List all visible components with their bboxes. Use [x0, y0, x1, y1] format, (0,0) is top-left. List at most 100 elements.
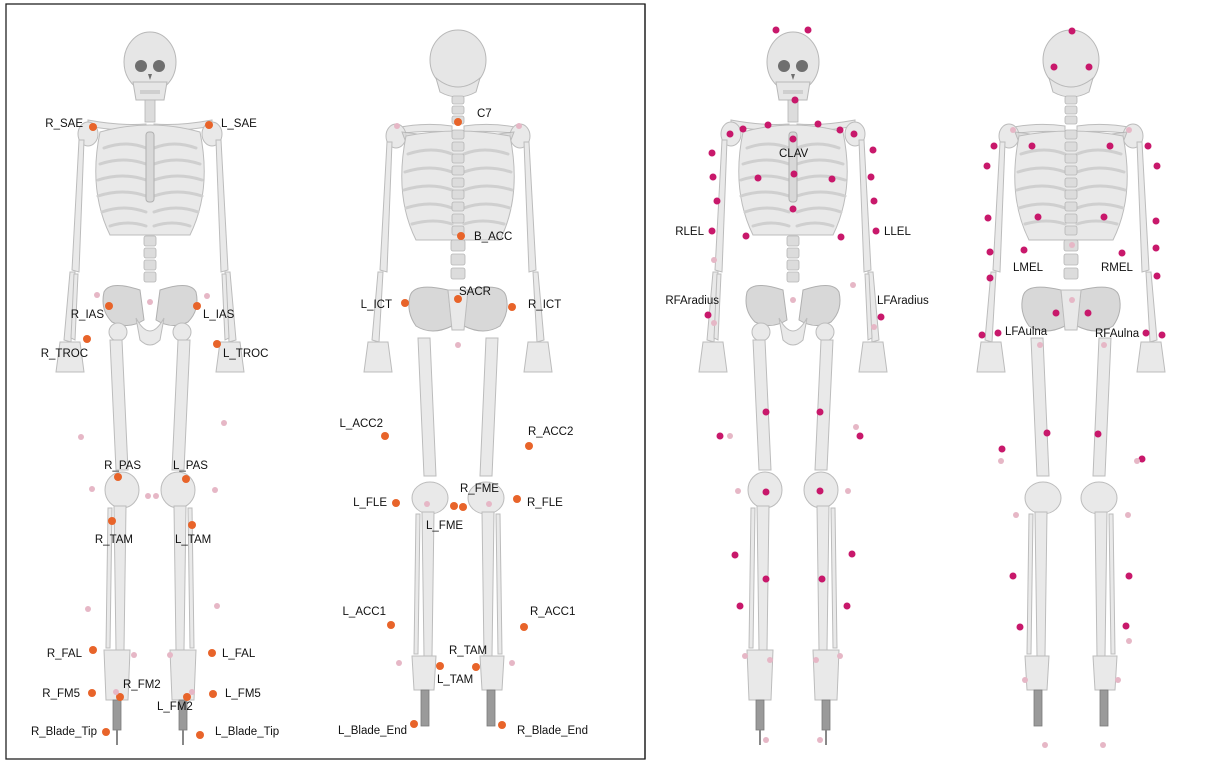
virtual-marker-dot [1069, 297, 1075, 303]
marker-dot [829, 176, 836, 183]
marker-label: L_Blade_End [338, 725, 407, 737]
marker-dot [1051, 64, 1058, 71]
marker-dot [1017, 624, 1024, 631]
virtual-marker-dot [94, 292, 100, 298]
marker-label: L_Blade_Tip [215, 726, 279, 738]
marker-dot [878, 314, 885, 321]
right-front-virtual-markers [711, 257, 877, 743]
marker-label: R_ACC2 [528, 426, 573, 438]
skeleton-back-right-panel [977, 30, 1165, 726]
left-panel-frame [6, 4, 645, 759]
marker-dot [1159, 332, 1166, 339]
virtual-marker-dot [1115, 677, 1121, 683]
marker-dot [815, 121, 822, 128]
marker-label: L_SAE [221, 118, 257, 130]
marker-label: L_TAM [175, 534, 211, 546]
virtual-marker-dot [1013, 512, 1019, 518]
virtual-marker-dot [221, 420, 227, 426]
marker-dot [995, 330, 1002, 337]
marker-dot [710, 174, 717, 181]
virtual-marker-dot [1042, 742, 1048, 748]
marker-dot [851, 131, 858, 138]
marker-dot [987, 275, 994, 282]
virtual-marker-dot [145, 493, 151, 499]
marker-dot [805, 27, 812, 34]
marker-dot [984, 163, 991, 170]
marker-dot [817, 488, 824, 495]
virtual-marker-dot [711, 257, 717, 263]
virtual-marker-dot [189, 689, 195, 695]
marker-dot [114, 473, 122, 481]
marker-label: R_SAE [45, 118, 83, 130]
marker-dot [205, 121, 213, 129]
marker-label: RLEL [675, 226, 704, 238]
marker-label: L_FLE [353, 497, 387, 509]
marker-dot [1053, 310, 1060, 317]
virtual-marker-dot [153, 493, 159, 499]
marker-dot [193, 302, 201, 310]
marker-dot [999, 446, 1006, 453]
marker-dot [991, 143, 998, 150]
marker-dot [871, 198, 878, 205]
marker-dot [790, 136, 797, 143]
virtual-marker-dot [813, 657, 819, 663]
marker-dot [1035, 214, 1042, 221]
marker-dot [709, 228, 716, 235]
marker-dot [436, 662, 444, 670]
marker-label: L_ACC2 [340, 418, 383, 430]
marker-dot [520, 623, 528, 631]
virtual-marker-dot [1126, 127, 1132, 133]
virtual-marker-dot [845, 488, 851, 494]
marker-dot [765, 122, 772, 129]
marker-dot [773, 27, 780, 34]
marker-dot [182, 475, 190, 483]
virtual-marker-dot [396, 660, 402, 666]
marker-dot [1069, 28, 1076, 35]
virtual-marker-dot [853, 424, 859, 430]
marker-label: R_ICT [528, 299, 561, 311]
marker-dot [457, 232, 465, 240]
virtual-marker-dot [204, 293, 210, 299]
marker-dot [755, 175, 762, 182]
marker-dot [763, 576, 770, 583]
marker-label: L_FAL [222, 648, 256, 660]
marker-label: L_FM2 [157, 701, 193, 713]
left-front-virtual-markers [78, 292, 227, 695]
marker-dot [88, 689, 96, 697]
marker-label: RMEL [1101, 262, 1134, 274]
marker-dot [381, 432, 389, 440]
virtual-marker-dot [763, 737, 769, 743]
marker-dot [89, 123, 97, 131]
marker-label: L_PAS [173, 460, 208, 472]
marker-dot [108, 517, 116, 525]
marker-dot [763, 409, 770, 416]
marker-dot [1086, 64, 1093, 71]
marker-label: R_Blade_Tip [31, 726, 97, 738]
marker-dot [513, 495, 521, 503]
marker-dot [1126, 573, 1133, 580]
virtual-marker-dot [214, 603, 220, 609]
marker-dot [102, 728, 110, 736]
marker-dot [1095, 431, 1102, 438]
virtual-marker-dot [1101, 342, 1107, 348]
virtual-marker-dot [1134, 458, 1140, 464]
marker-label: SACR [459, 286, 491, 298]
marker-label: LMEL [1013, 262, 1044, 274]
virtual-marker-dot [167, 652, 173, 658]
marker-label: R_PAS [104, 460, 141, 472]
marker-label: L_IAS [203, 309, 235, 321]
marker-label: B_ACC [474, 231, 512, 243]
marker-dot [870, 147, 877, 154]
marker-dot [498, 721, 506, 729]
virtual-marker-dot [131, 652, 137, 658]
marker-dot [450, 502, 458, 510]
marker-dot [792, 97, 799, 104]
marker-dot [868, 174, 875, 181]
marker-dot [208, 649, 216, 657]
virtual-marker-dot [78, 434, 84, 440]
marker-dot [705, 312, 712, 319]
marker-label: RFAradius [665, 295, 719, 307]
marker-label: C7 [477, 108, 492, 120]
virtual-marker-dot [147, 299, 153, 305]
